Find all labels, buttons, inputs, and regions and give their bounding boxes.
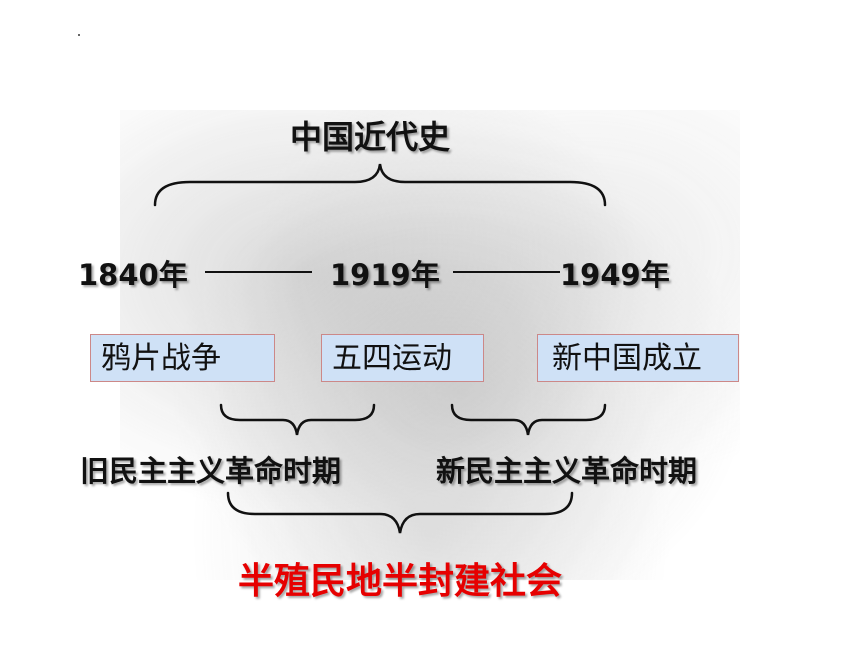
event-box-may-fourth: 五四运动 — [321, 334, 484, 382]
society-label: 半殖民地半封建社会 — [237, 561, 562, 602]
top-brace — [153, 163, 607, 207]
period-new-democratic: 新民主主义革命时期 — [436, 454, 698, 488]
bottom-brace — [226, 491, 574, 534]
event-box-opium-war: 鸦片战争 — [90, 334, 275, 382]
left-period-brace — [219, 403, 376, 436]
right-period-brace — [450, 403, 607, 436]
year-1919: 1919年 — [330, 258, 440, 292]
decorative-dot — [78, 34, 80, 36]
year-1949: 1949年 — [560, 258, 670, 292]
year-1840: 1840年 — [78, 258, 188, 292]
timeline-connector-2 — [453, 271, 560, 273]
timeline-connector-1 — [205, 271, 312, 273]
period-old-democratic: 旧民主主义革命时期 — [80, 454, 342, 488]
diagram-title: 中国近代史 — [289, 118, 450, 156]
event-box-new-china: 新中国成立 — [537, 334, 739, 382]
